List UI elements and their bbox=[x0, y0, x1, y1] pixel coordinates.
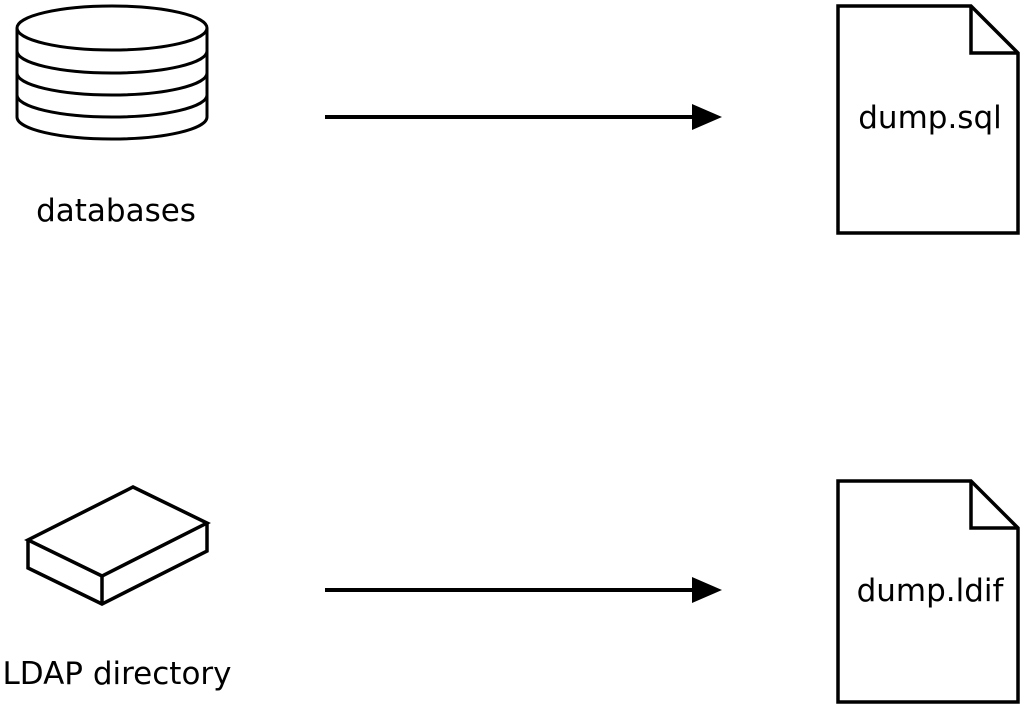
dump-ldif-label: dump.ldif bbox=[857, 573, 1005, 609]
databases-label: databases bbox=[36, 193, 196, 229]
document-fold-corner bbox=[969, 6, 1018, 55]
cylinder-disk-line bbox=[15, 72, 209, 97]
cylinder-top bbox=[15, 4, 209, 52]
arrow-ldap-to-dump-ldif bbox=[325, 577, 722, 603]
box-3d-icon bbox=[24, 485, 211, 606]
document-icon-ldif bbox=[836, 479, 1020, 704]
arrowhead-icon bbox=[692, 577, 722, 603]
document-outline bbox=[836, 479, 1020, 704]
document-outline bbox=[836, 4, 1020, 235]
cylinder-disk-line bbox=[15, 50, 209, 75]
arrow-databases-to-dump-sql bbox=[325, 104, 722, 130]
ldap-directory-label: LDAP directory bbox=[2, 656, 231, 692]
database-cylinder-icon bbox=[15, 4, 209, 141]
document-fold-corner bbox=[969, 481, 1018, 530]
arrowhead-icon bbox=[692, 104, 722, 130]
cylinder-body bbox=[15, 28, 209, 141]
dump-sql-label: dump.sql bbox=[858, 100, 1002, 136]
cylinder-disk-line bbox=[15, 94, 209, 119]
document-icon-sql bbox=[836, 4, 1020, 235]
